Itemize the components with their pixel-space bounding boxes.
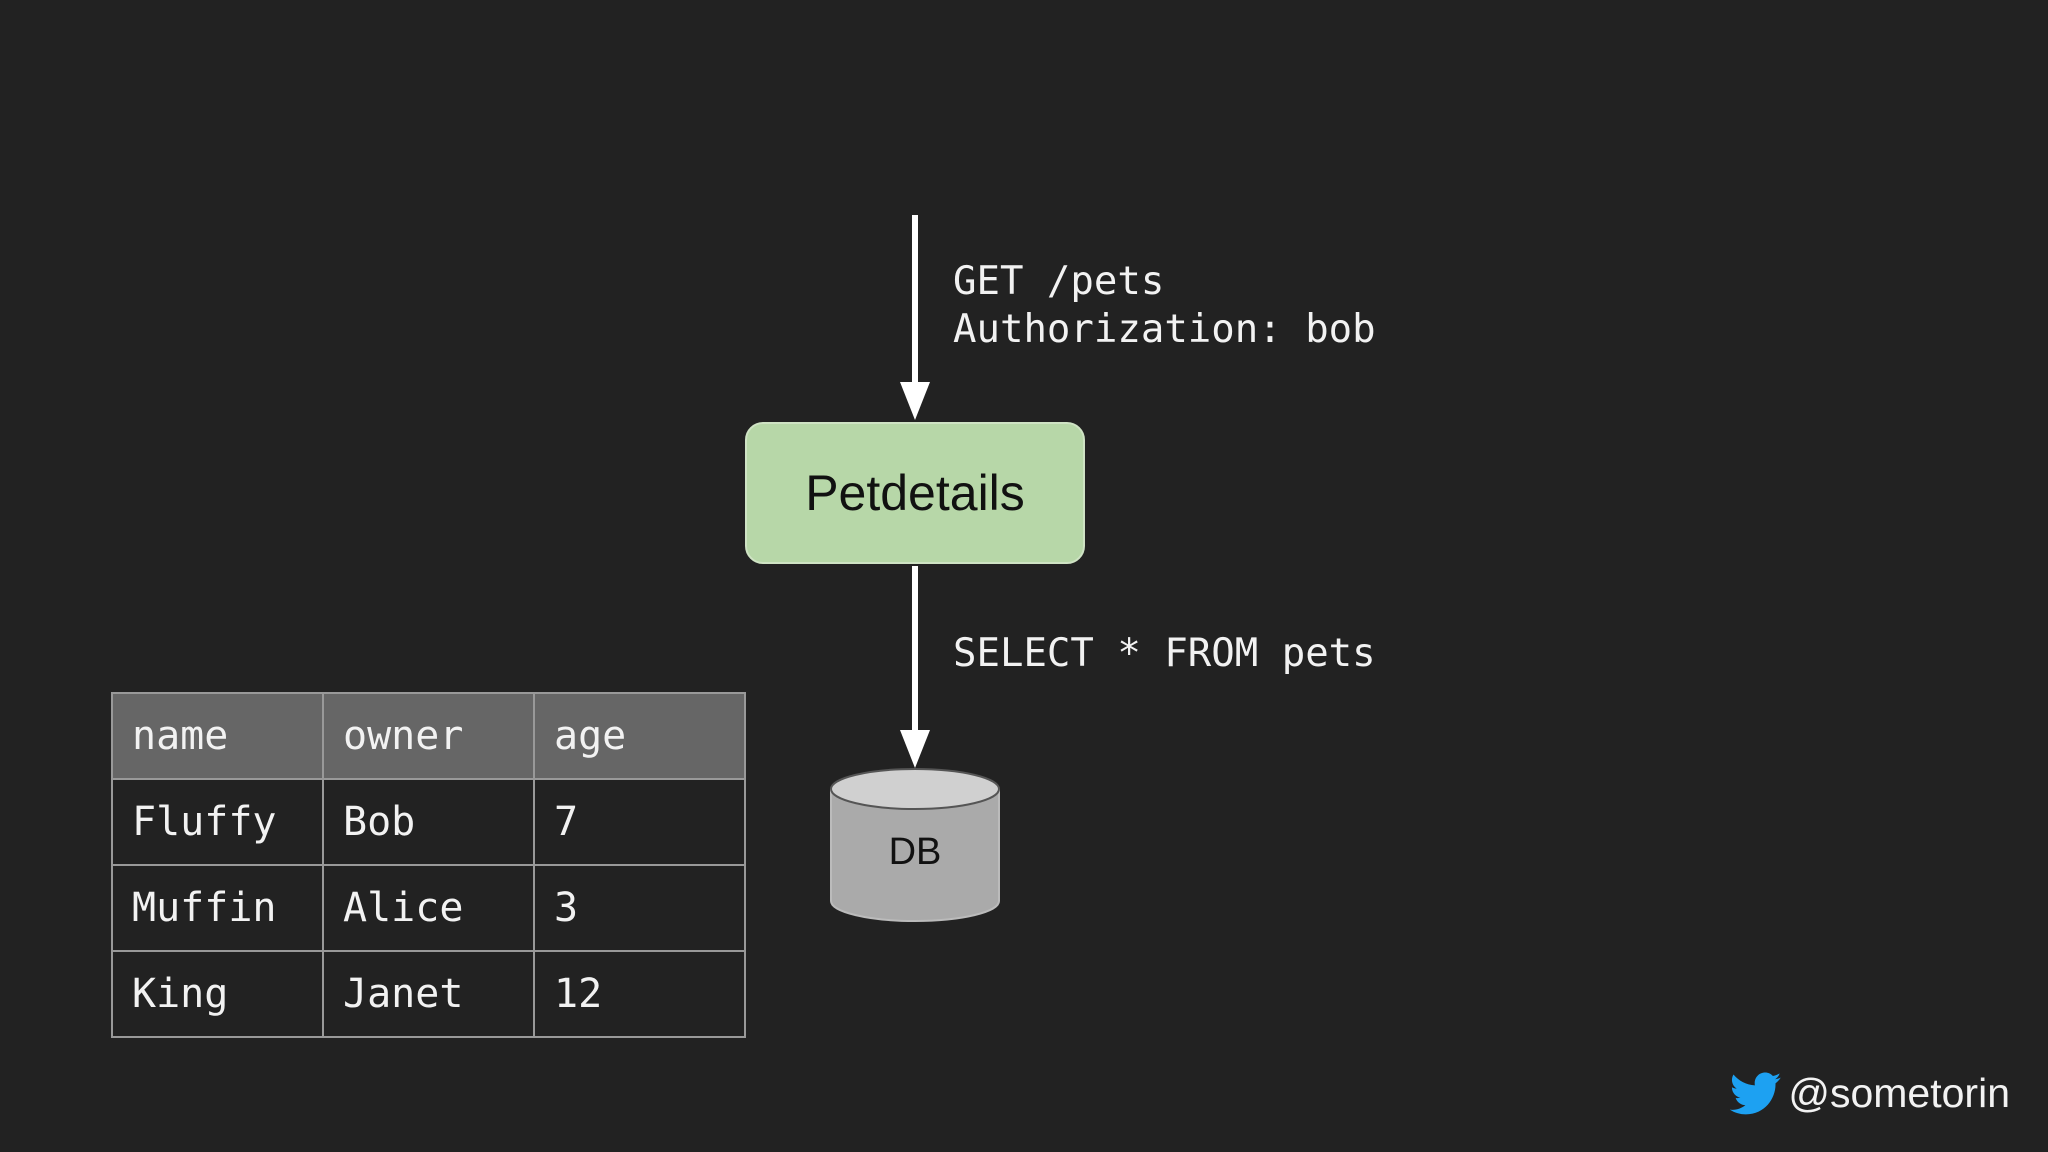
query-label: SELECT * FROM pets xyxy=(953,631,1376,676)
column-header-owner: owner xyxy=(322,692,535,780)
cell-age: 12 xyxy=(533,950,746,1038)
database-label: DB xyxy=(888,831,942,873)
cell-owner: Alice xyxy=(322,864,535,952)
cell-owner: Janet xyxy=(322,950,535,1038)
petdetails-service-box: Petdetails xyxy=(745,422,1085,564)
request-line-auth: Authorization: bob xyxy=(953,307,1376,352)
twitter-handle: @sometorin xyxy=(1730,1070,2010,1117)
twitter-bird-icon xyxy=(1730,1072,1782,1114)
cell-name: King xyxy=(111,950,324,1038)
table-row: Fluffy Bob 7 xyxy=(111,778,746,866)
column-header-name: name xyxy=(111,692,324,780)
column-header-age: age xyxy=(533,692,746,780)
request-arrow xyxy=(900,215,930,420)
handle-text: @sometorin xyxy=(1788,1070,2010,1116)
cell-age: 3 xyxy=(533,864,746,952)
request-line-method: GET /pets xyxy=(953,259,1165,304)
table-header-row: name owner age xyxy=(111,692,746,780)
cell-owner: Bob xyxy=(322,778,535,866)
table-row: Muffin Alice 3 xyxy=(111,864,746,952)
cell-name: Fluffy xyxy=(111,778,324,866)
service-name: Petdetails xyxy=(805,465,1025,521)
query-arrow xyxy=(900,566,930,768)
cell-name: Muffin xyxy=(111,864,324,952)
table-row: King Janet 12 xyxy=(111,950,746,1038)
database-cylinder: DB xyxy=(828,765,1002,925)
database-icon xyxy=(830,768,1000,922)
cell-age: 7 xyxy=(533,778,746,866)
pets-table: name owner age Fluffy Bob 7 Muffin Alice… xyxy=(111,692,746,1038)
